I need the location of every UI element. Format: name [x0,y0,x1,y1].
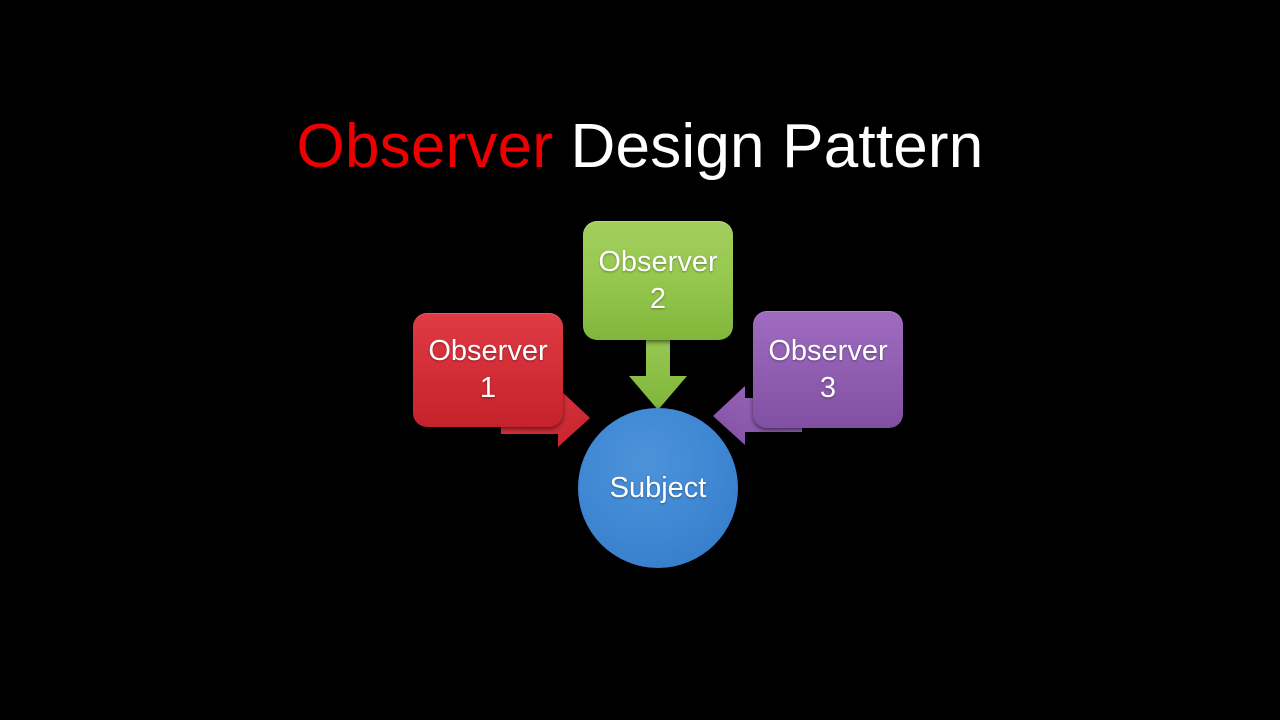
page-title: Observer Design Pattern [0,108,1280,186]
node-observer-1-label: Observer 1 [428,335,548,404]
node-observer-3[interactable]: Observer 3 [753,311,903,428]
page-title-highlight: Observer [296,112,554,181]
page-title-rest: Design Pattern [553,112,984,181]
node-observer-2[interactable]: Observer 2 [583,221,733,340]
node-observer-3-label: Observer 3 [768,334,888,404]
node-observer-2-label: Observer 2 [598,245,718,315]
node-subject-label: Subject [609,472,707,504]
arrow-observer-2-to-subject [629,330,687,410]
node-observer-1[interactable]: Observer 1 [413,313,563,427]
node-subject[interactable]: Subject [578,408,738,568]
